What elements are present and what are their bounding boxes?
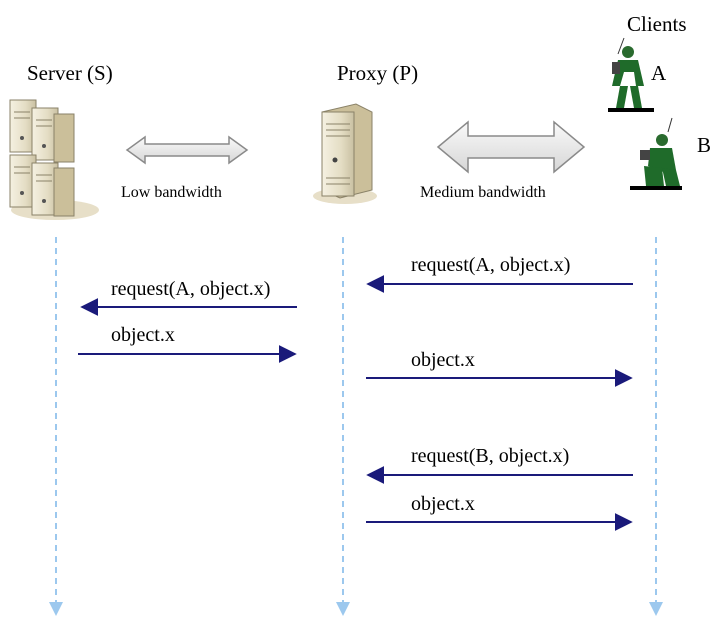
message-label-6: object.x xyxy=(411,493,475,515)
proxy-lifeline xyxy=(336,237,350,616)
client-b-label: B xyxy=(697,133,712,157)
server-tower-icon xyxy=(313,103,377,204)
message-label-5: request(B, object.x) xyxy=(411,445,570,467)
message-label-3: object.x xyxy=(111,324,175,346)
medium-bandwidth-arrow xyxy=(436,120,586,174)
clients-lifeline xyxy=(649,237,663,616)
server-label: Server (S) xyxy=(27,61,113,85)
message-label-2: request(A, object.x) xyxy=(111,278,271,300)
client-a-label: A xyxy=(651,61,667,85)
medium-bandwidth-label: Medium bandwidth xyxy=(420,184,546,201)
server-rack-icon xyxy=(9,99,99,220)
low-bandwidth-arrow xyxy=(125,135,249,165)
low-bandwidth-label: Low bandwidth xyxy=(121,184,222,201)
proxy-label: Proxy (P) xyxy=(337,61,419,85)
message-label-1: request(A, object.x) xyxy=(411,254,571,276)
kneeling-soldier-icon xyxy=(630,117,682,190)
soldier-radio-icon xyxy=(608,37,654,112)
server-lifeline xyxy=(49,237,63,616)
message-label-4: object.x xyxy=(411,349,475,371)
clients-label: Clients xyxy=(627,12,687,36)
